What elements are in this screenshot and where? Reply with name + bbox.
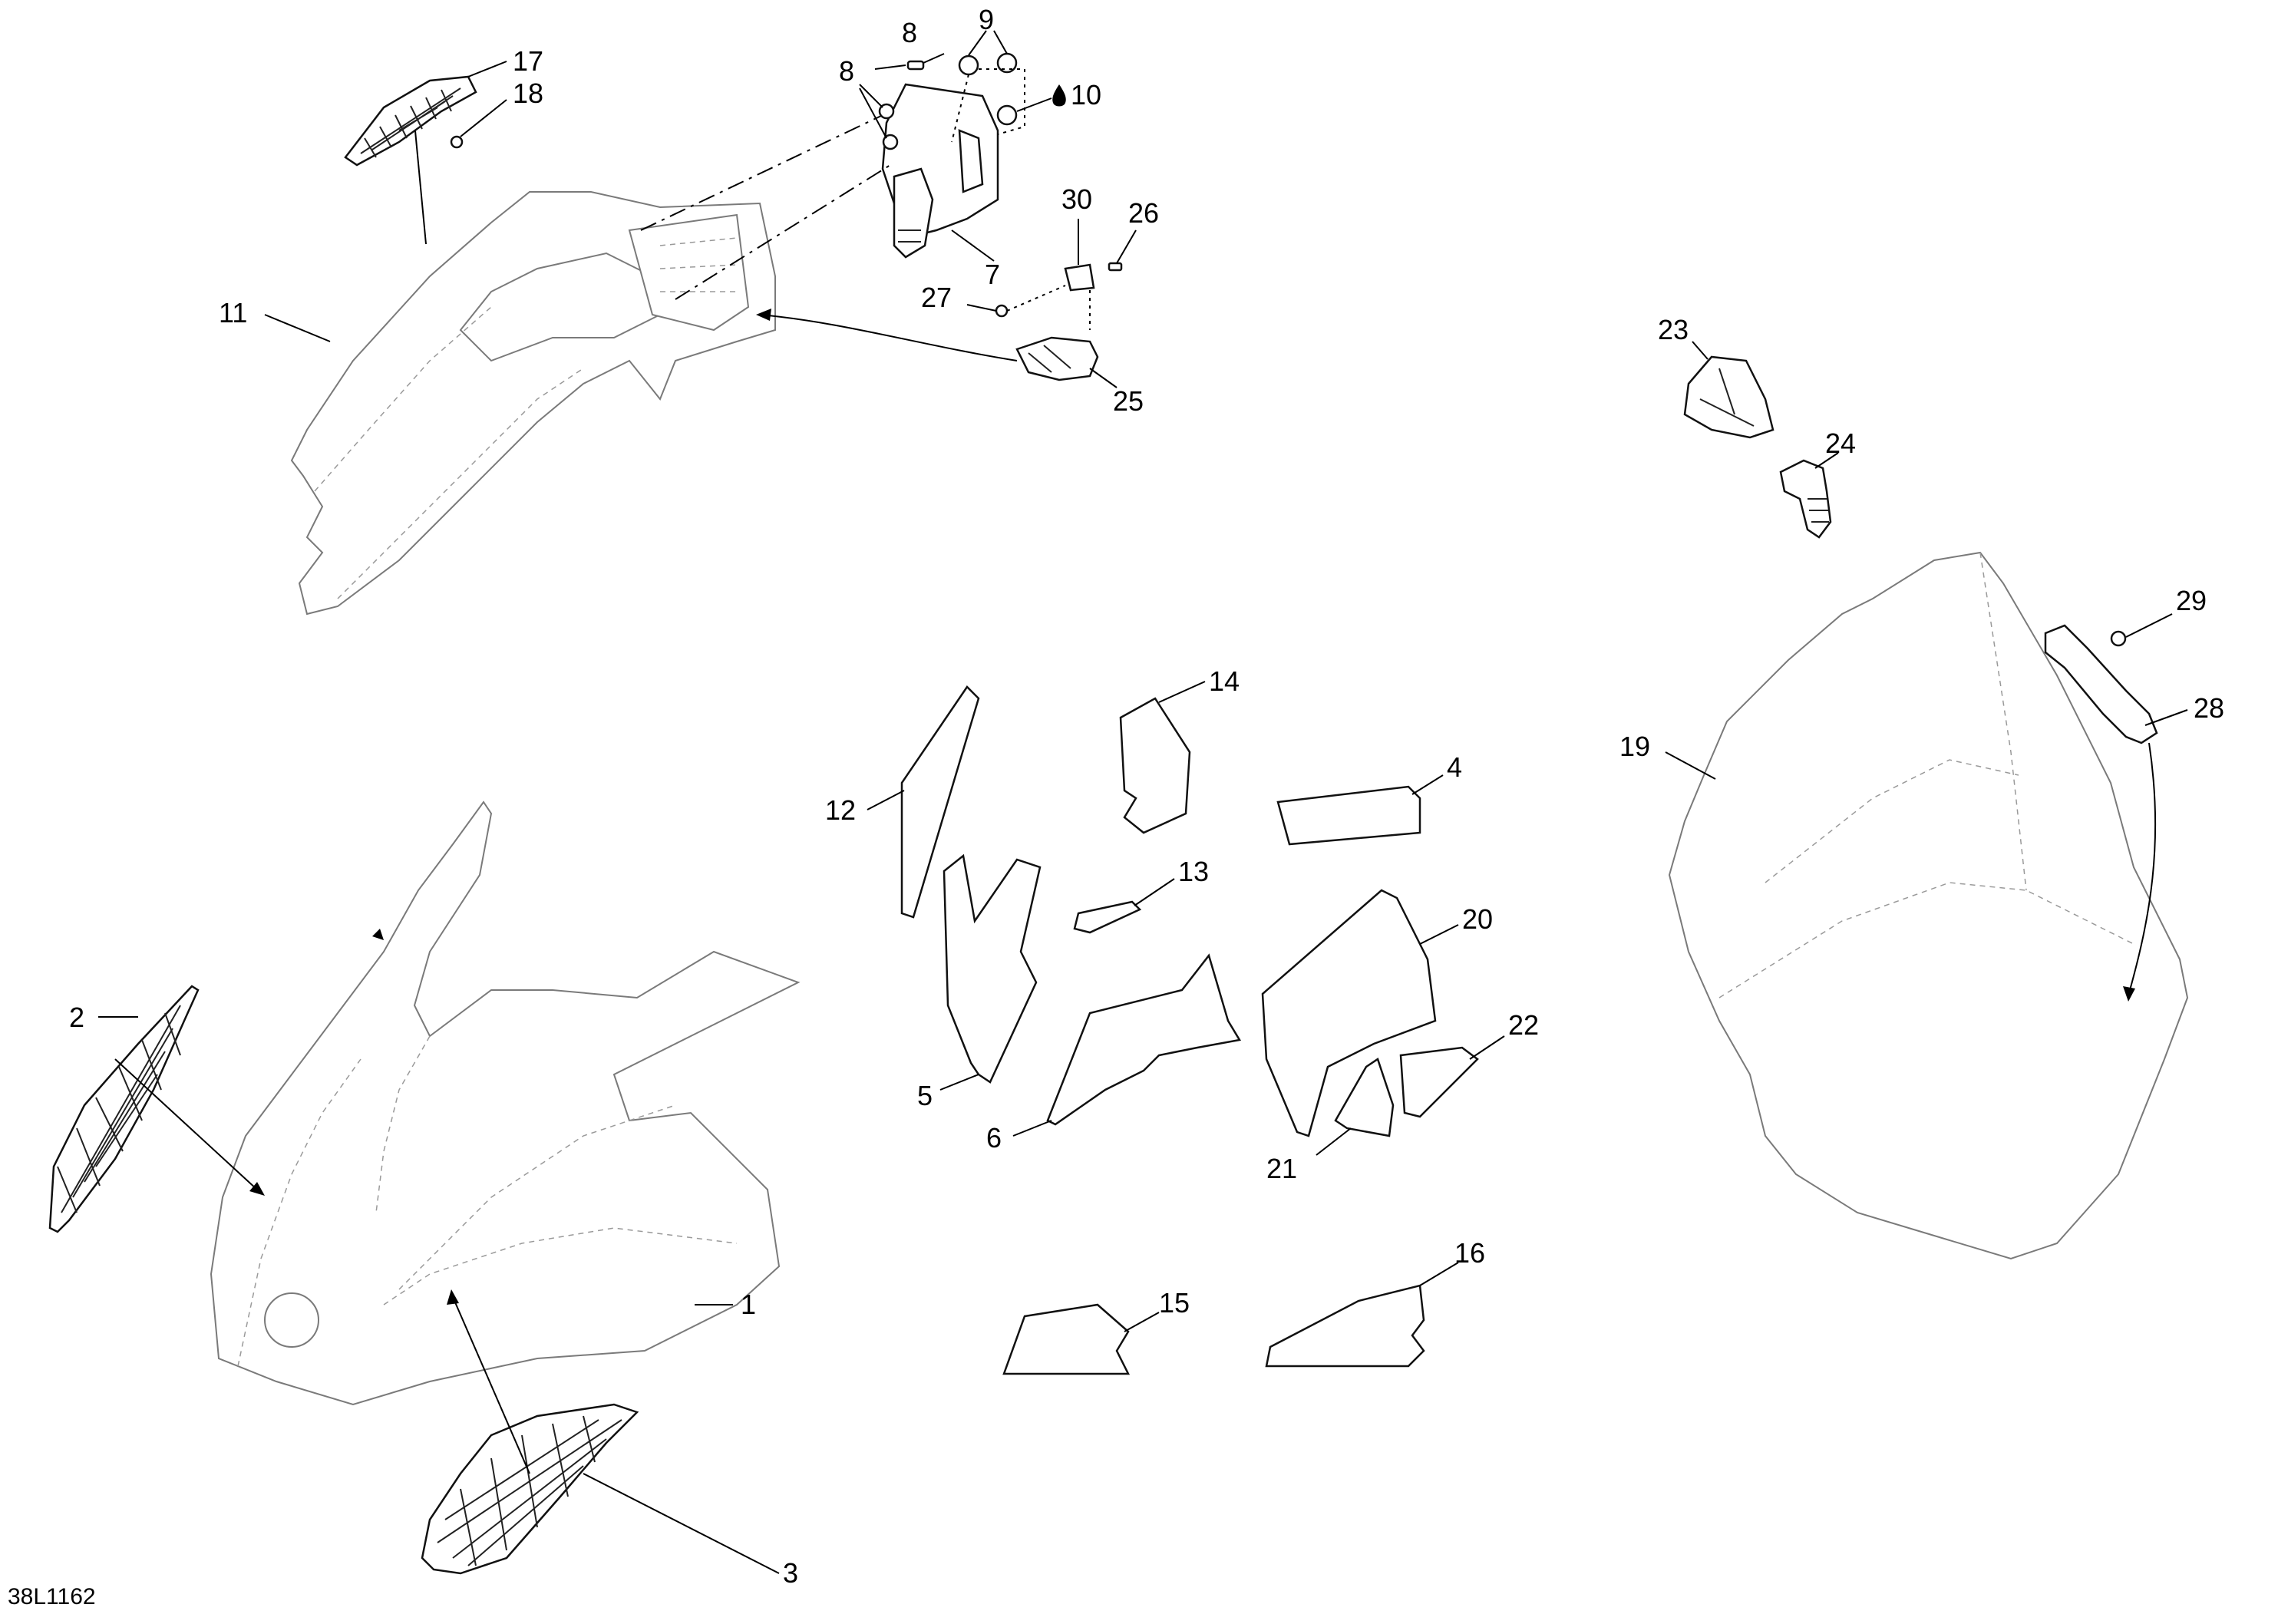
callout-23: 23 — [1658, 314, 1689, 345]
callout-10: 10 — [1071, 79, 1101, 111]
part-6-foam-panel: 6 — [986, 953, 1242, 1154]
part-4-foam-block: 4 — [1276, 751, 1462, 846]
callout-17: 17 — [513, 45, 543, 77]
callout-30: 30 — [1061, 183, 1092, 215]
part-2-left-grille: 2 — [48, 985, 265, 1233]
part-13-foam-tab: 13 — [1073, 856, 1209, 934]
part-9-nuts: 9 — [951, 4, 1025, 143]
part-5-foam-panel: 5 — [917, 853, 1042, 1111]
part-29-screw: 29 — [2110, 585, 2207, 647]
part-14-foam-pad: 14 — [1119, 665, 1240, 834]
callout-27: 27 — [921, 282, 952, 313]
part-18-clip: 18 — [450, 78, 543, 149]
callout-12: 12 — [825, 794, 856, 826]
callout-4: 4 — [1447, 751, 1462, 783]
part-30-bracket: 30 — [1061, 183, 1095, 330]
callout-18: 18 — [513, 78, 543, 109]
part-24-connector-plug: 24 — [1779, 427, 1856, 539]
callout-14: 14 — [1209, 665, 1240, 697]
callout-20: 20 — [1462, 903, 1493, 935]
callout-8-lower: 8 — [839, 55, 854, 87]
part-15-decal: 15 — [1002, 1287, 1190, 1375]
callout-3: 3 — [783, 1557, 798, 1589]
callout-13: 13 — [1178, 856, 1209, 887]
part-22-foam-piece: 22 — [1399, 1009, 1539, 1118]
callout-19: 19 — [1619, 731, 1650, 762]
part-1-lower-hood: 1 — [210, 800, 801, 1406]
part-8-screws: 8 8 — [839, 17, 945, 150]
callout-28: 28 — [2194, 692, 2224, 724]
part-19-side-panel: 19 — [1619, 551, 2189, 1260]
callout-11: 11 — [219, 297, 247, 328]
callout-15: 15 — [1159, 1287, 1190, 1319]
callout-7: 7 — [985, 259, 1000, 290]
callout-22: 22 — [1508, 1009, 1539, 1041]
oil-drop-icon — [1052, 84, 1066, 107]
callout-8-upper: 8 — [902, 17, 917, 48]
callout-21: 21 — [1266, 1153, 1297, 1184]
part-25-connector: 25 — [756, 309, 1144, 417]
callout-26: 26 — [1128, 197, 1159, 229]
part-16-decal: 16 — [1265, 1237, 1485, 1368]
part-3-lower-grille: 3 — [421, 1289, 798, 1589]
part-12-foam-strip: 12 — [825, 685, 980, 919]
callout-25: 25 — [1113, 385, 1144, 417]
part-23-connector-housing: 23 — [1658, 314, 1775, 439]
part-11-upper-hood: 11 — [219, 122, 776, 616]
callout-6: 6 — [986, 1122, 1002, 1154]
part-20-foam-panel: 20 — [1261, 889, 1493, 1137]
part-10-threadlocker: 10 — [1016, 79, 1101, 112]
callout-29: 29 — [2176, 585, 2207, 616]
callout-5: 5 — [917, 1080, 933, 1111]
callout-24: 24 — [1825, 427, 1856, 459]
part-7-headlamp-assembly: 7 — [640, 83, 1000, 300]
part-26-screw: 26 — [1108, 197, 1159, 272]
callout-16: 16 — [1454, 1237, 1485, 1269]
part-17-upper-grille: 17 — [344, 45, 543, 167]
leader-11 — [264, 314, 331, 342]
callout-1: 1 — [741, 1289, 756, 1320]
callout-9: 9 — [979, 4, 994, 35]
drawing-reference: 38L1162 — [8, 1584, 96, 1609]
part-27-washer: 27 — [921, 282, 1066, 318]
part-21-foam-piece: 21 — [1266, 1058, 1395, 1184]
callout-2: 2 — [69, 1002, 84, 1033]
part-28-bracket: 28 — [2044, 624, 2224, 1002]
